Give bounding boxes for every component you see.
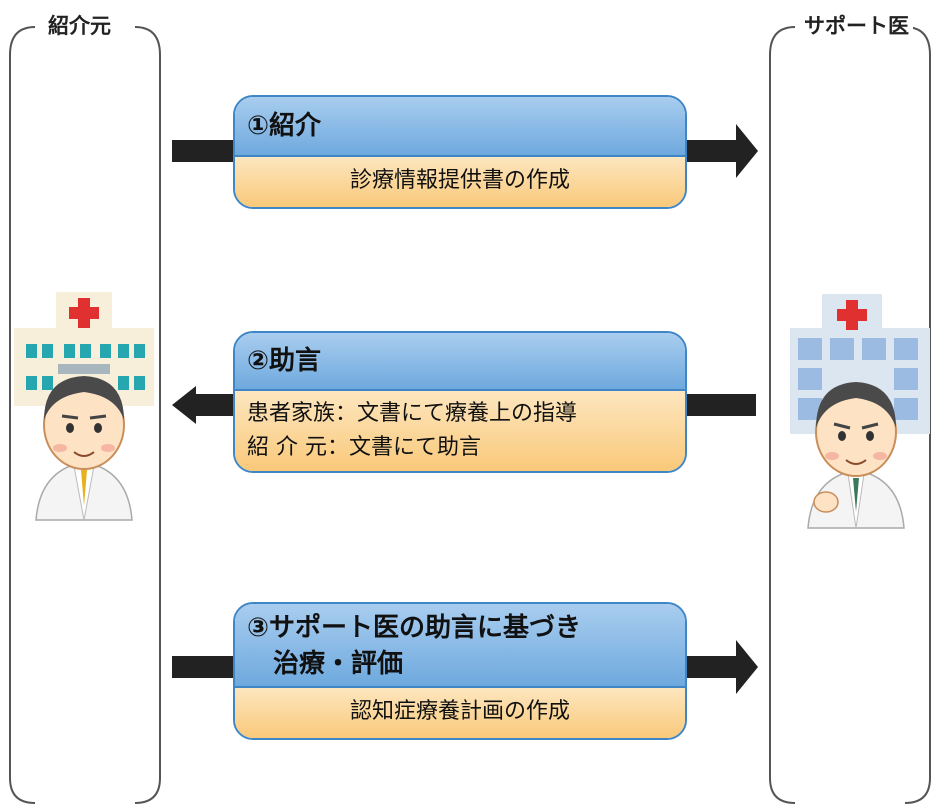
step-1-title: ①紹介 xyxy=(235,97,685,157)
doctor-icon xyxy=(35,376,133,521)
step-3-title: ③サポート医の助言に基づき 治療・評価 xyxy=(235,604,685,688)
step-2-title: ②助言 xyxy=(235,333,685,391)
step-3-detail: 認知症療養計画の作成 xyxy=(235,688,685,738)
step-1-detail: 診療情報提供書の作成 xyxy=(235,157,685,207)
arrow-icon xyxy=(172,124,758,178)
step-2-box: ②助言 患者家族：文書にて療養上の指導 紹 介 元：文書にて助言 xyxy=(233,331,687,473)
step-2-detail-line: 紹 介 元：文書にて助言 xyxy=(247,435,481,460)
doctor-icon xyxy=(807,382,905,529)
arrow-icon xyxy=(172,640,758,694)
step-3-box: ③サポート医の助言に基づき 治療・評価 認知症療養計画の作成 xyxy=(233,602,687,740)
arrow-icon xyxy=(172,386,756,424)
step-3-title-line: 治療・評価 xyxy=(247,649,404,679)
step-2-detail-line: 患者家族：文書にて療養上の指導 xyxy=(247,401,578,426)
step-2-details: 患者家族：文書にて療養上の指導 紹 介 元：文書にて助言 xyxy=(235,391,685,471)
left-column-label: 紹介元 xyxy=(44,12,115,40)
left-column-frame xyxy=(9,26,161,804)
step-3-title-line: ③サポート医の助言に基づき xyxy=(247,613,582,643)
step-1-box: ①紹介 診療情報提供書の作成 xyxy=(233,95,687,209)
right-column-label: サポート医 xyxy=(800,12,913,40)
